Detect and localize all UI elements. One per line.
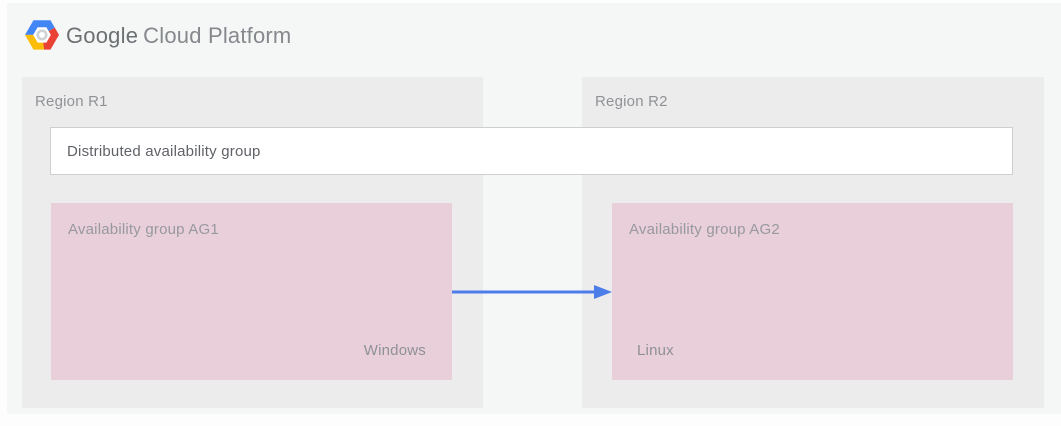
- logo-ring: [36, 29, 48, 41]
- gcp-logo-icon: [25, 20, 59, 50]
- ag1-os-label: Windows: [363, 342, 426, 359]
- replication-arrow: [452, 285, 612, 299]
- replication-arrow-head: [594, 285, 612, 299]
- region-r2-label: Region R2: [595, 93, 668, 110]
- distributed-availability-group-label: Distributed availability group: [67, 142, 261, 160]
- brand-cloud: Cloud Platform: [143, 23, 292, 48]
- availability-group-ag2-box: Availability group AG2 Linux: [612, 203, 1013, 380]
- brand-google: Google: [66, 23, 139, 48]
- availability-group-ag1-box: Availability group AG1 Windows: [51, 203, 452, 380]
- region-r1-label: Region R1: [35, 93, 108, 110]
- ag2-os-label: Linux: [637, 342, 674, 359]
- ag1-label: Availability group AG1: [68, 221, 219, 238]
- ag2-label: Availability group AG2: [629, 221, 780, 238]
- distributed-availability-group-box: Distributed availability group: [50, 127, 1013, 175]
